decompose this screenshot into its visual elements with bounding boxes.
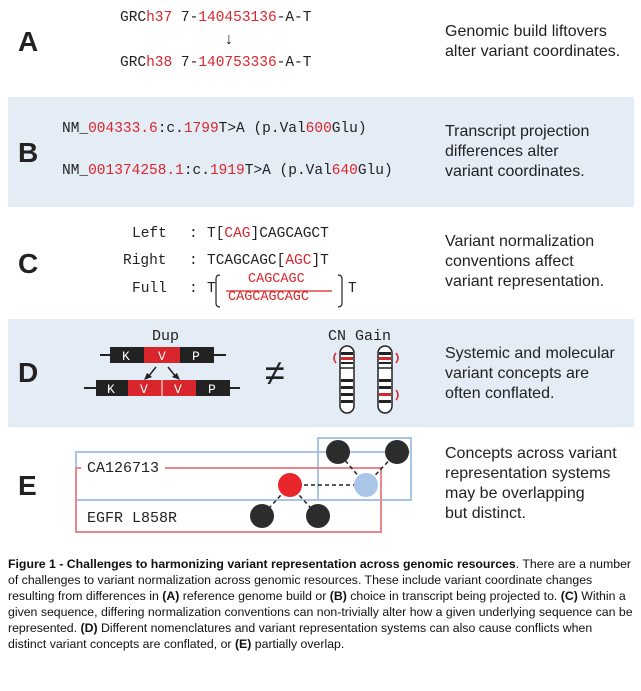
panel-c-full-denominator: CAGCAGCAGC [228, 290, 310, 305]
panel-c-full-label: Full [132, 281, 167, 297]
panel-e-description: Concepts across variant representation s… [445, 445, 617, 522]
panel-d-letter: D [18, 357, 39, 388]
not-equal-icon: ≠ [264, 355, 286, 396]
panel-d-diagram: Dup K V P K V V P ≠ CN Gain [84, 328, 399, 414]
panel-b-line-nm001374258: NM_001374258.1:c.1919T>A (p.Val640Glu) [62, 163, 393, 179]
bottom-block-k: K [107, 382, 115, 397]
panel-b-line-nm004333: NM_004333.6:c.1799T>A (p.Val600Glu) [62, 121, 367, 137]
panel-a-line-grch38: GRCh38 7-140753336-A-T [120, 55, 312, 71]
panel-c: C Left : T[CAG]CAGCAGCT Right : TCAGCAGC… [8, 210, 634, 315]
panel-a-letter: A [18, 26, 39, 57]
panel-c-right-colon: : [189, 253, 198, 269]
panel-a-description: Genomic build liftovers alter variant co… [445, 23, 621, 60]
node-red [278, 473, 302, 497]
panel-b: B NM_004333.6:c.1799T>A (p.Val600Glu) NM… [8, 97, 634, 207]
panel-e: E CA126713 EGFR L858R Concepts across va… [8, 430, 634, 540]
panel-c-description: Variant normalization conventions affect… [445, 233, 605, 290]
panel-b-description: Transcript projection differences alter … [445, 123, 590, 180]
panel-c-full-suffix: T [348, 281, 357, 297]
panel-e-box-egfr-l858r: EGFR L858R [81, 507, 184, 530]
caption-title: Figure 1 - Challenges to harmonizing var… [8, 557, 516, 571]
panel-c-full-numerator: CAGCAGC [248, 272, 305, 287]
dup-label: Dup [152, 328, 179, 345]
node-dark-4 [385, 440, 409, 464]
panel-a-line-grch37: GRCh37 7-140453136-A-T [120, 10, 312, 26]
panel-c-full-prefix: T [207, 281, 216, 297]
figure-caption: Figure 1 - Challenges to harmonizing var… [8, 557, 633, 651]
node-dark-3 [326, 440, 350, 464]
panel-c-left-colon: : [189, 226, 198, 242]
top-block-v: V [158, 349, 166, 364]
cn-gain-label: CN Gain [328, 328, 391, 345]
bottom-block-p: P [208, 382, 216, 397]
panel-e-box-ca126713: CA126713 [81, 457, 166, 480]
panel-e-diagram [75, 437, 412, 533]
panel-b-letter: B [18, 137, 39, 168]
panel-c-full-brackets [215, 274, 343, 308]
top-block-k: K [122, 349, 130, 364]
top-block-p: P [192, 349, 200, 364]
node-dark-1 [250, 504, 274, 528]
panel-c-letter: C [18, 248, 39, 279]
panel-c-right-label: Right [123, 253, 167, 269]
panel-c-full-colon: : [189, 281, 198, 297]
bottom-block-v1: V [140, 382, 148, 397]
node-dark-2 [306, 504, 330, 528]
panel-c-right-value: TCAGCAGC[AGC]T [207, 253, 329, 269]
bottom-block-v2: V [174, 382, 182, 397]
panel-c-left-value: T[CAG]CAGCAGCT [207, 226, 329, 242]
panel-c-left-label: Left [132, 226, 167, 242]
panel-d: D Dup K V P K V V P ≠ CN Gain [8, 319, 634, 427]
panel-d-description: Systemic and molecular variant concepts … [445, 345, 615, 402]
panel-a-down-arrow: ↓ [225, 31, 233, 48]
node-light-blue [354, 473, 378, 497]
panel-e-letter: E [18, 470, 37, 501]
panel-a: A GRCh37 7-140453136-A-T ↓ GRCh38 7-1407… [8, 0, 634, 92]
